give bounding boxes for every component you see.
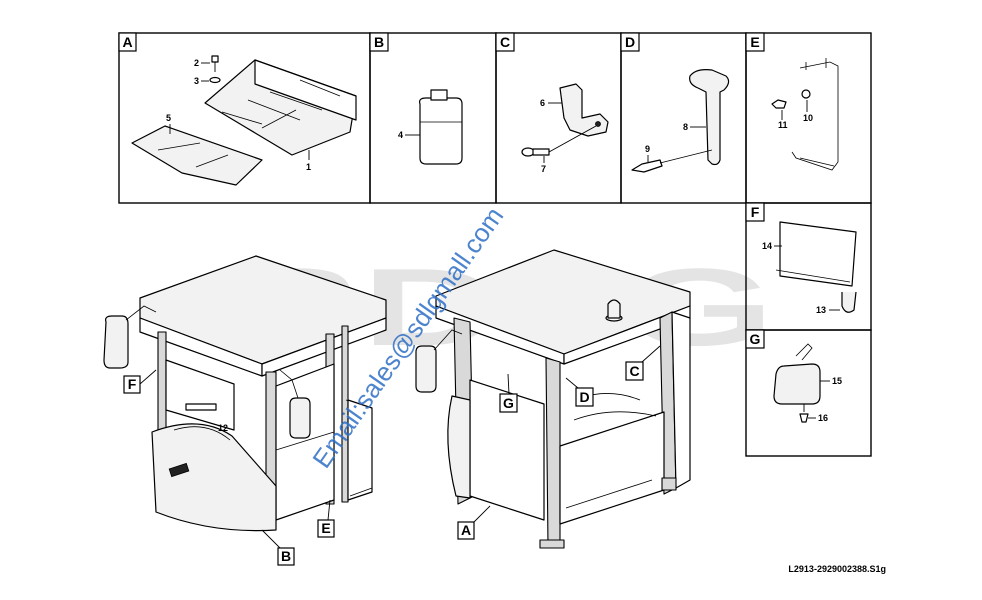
screw-icon (771, 99, 787, 109)
rear-view-mirror (773, 363, 821, 405)
floor-mat (131, 125, 263, 186)
mirror-arm (795, 343, 813, 361)
panel-d-label: D (625, 34, 635, 50)
callout-11: 11 (778, 120, 788, 130)
washer-icon (801, 89, 811, 99)
callout-7: 7 (541, 164, 546, 174)
callout-14: 14 (762, 241, 772, 251)
washer-icon (209, 76, 221, 84)
fire-extinguisher-bracket (791, 61, 839, 171)
side-mirror (415, 345, 437, 393)
panel-d: D 8 9 (620, 32, 747, 204)
callout-3: 3 (194, 76, 199, 86)
panel-e-label: E (750, 34, 759, 50)
panel-c: C 6 7 (495, 32, 622, 204)
marker-a: A (461, 522, 471, 538)
side-mirror (289, 397, 311, 439)
panel-a-label: A (122, 34, 132, 50)
drawing-code: L2913-2929002388.S1g (788, 564, 886, 574)
warning-beacon (607, 299, 621, 319)
marker-e: E (321, 520, 330, 536)
side-mirror (103, 315, 129, 369)
grab-handle (689, 69, 730, 166)
callout-9: 9 (645, 144, 650, 154)
callout-8: 8 (683, 122, 688, 132)
callout-2: 2 (194, 58, 199, 68)
control-strip (185, 403, 217, 411)
panel-g: G 15 16 (745, 329, 872, 457)
cab-right-assembly: A G D C (415, 249, 691, 549)
marker-g: G (503, 395, 514, 411)
panel-e: E 11 10 (745, 32, 872, 204)
bottle-cap (430, 89, 448, 101)
panel-g-label: G (750, 331, 761, 347)
callout-1: 1 (306, 162, 311, 172)
front-dashboard (151, 423, 277, 532)
cup-holder-bracket (559, 83, 609, 137)
screw-icon (631, 159, 663, 173)
marker-b: B (281, 548, 291, 564)
callout-16: 16 (818, 413, 828, 423)
water-bottle (419, 97, 463, 165)
panel-a-tag (118, 32, 137, 52)
callout-13: 13 (816, 305, 826, 315)
callout-12: 12 (218, 423, 228, 433)
callout-10: 10 (803, 113, 813, 123)
screw-icon (799, 413, 809, 423)
panel-b: B 4 (369, 32, 497, 204)
callout-6: 6 (540, 98, 545, 108)
panel-f-label: F (751, 204, 760, 220)
screw-shank (532, 148, 550, 156)
callout-5: 5 (166, 113, 171, 123)
sun-visor (779, 221, 857, 287)
panel-c-label: C (500, 34, 510, 50)
cab-left-assembly: 12 F B E (103, 255, 387, 566)
cab-door (447, 395, 471, 499)
floor-plate-wall (254, 59, 357, 121)
marker-c: C (629, 363, 639, 379)
cab-side-panel (559, 411, 665, 525)
pillar (545, 357, 561, 547)
panel-f: F 14 13 (745, 202, 872, 331)
callout-4: 4 (398, 130, 403, 140)
hook-icon (841, 291, 857, 313)
panel-a: A 2 3 5 1 (118, 32, 371, 204)
marker-d: D (579, 389, 589, 405)
screw-icon (521, 147, 535, 157)
panel-b-label: B (374, 34, 384, 50)
callout-15: 15 (832, 376, 842, 386)
screw-icon (211, 55, 219, 63)
marker-f: F (128, 376, 137, 392)
